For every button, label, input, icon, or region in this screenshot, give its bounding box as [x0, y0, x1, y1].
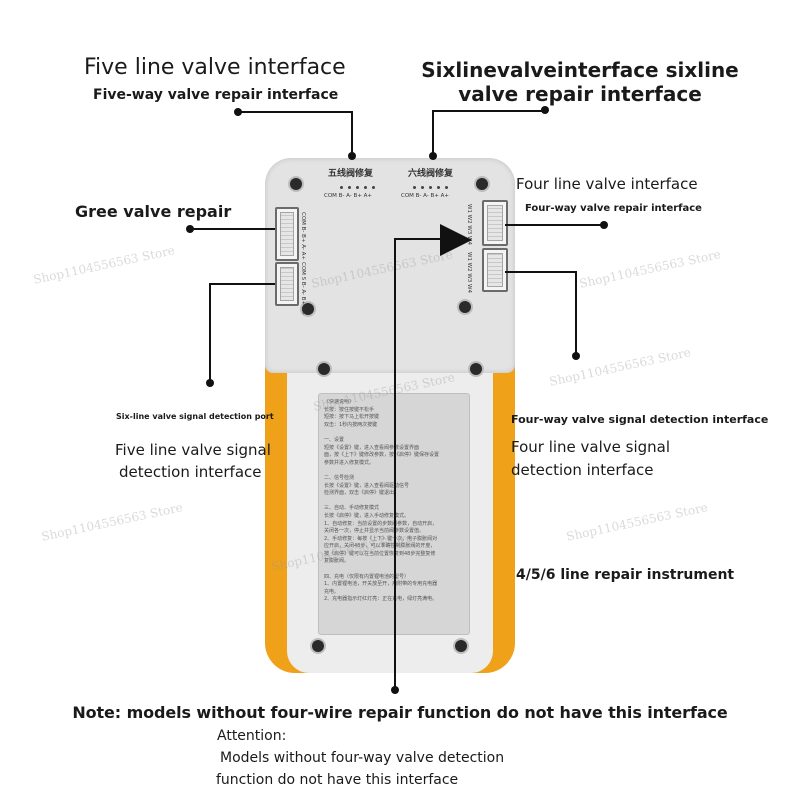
five-way-valve-repair-label: Five-way valve repair interface: [93, 87, 339, 103]
six-line-pin-labels: COM B- A- B+ A+: [401, 193, 450, 199]
screw-icon: [290, 178, 302, 190]
four-way-signal-connector: [482, 248, 508, 292]
left-pin-labels-top: COM B- B+ A- A+: [300, 212, 306, 261]
five-line-signal-label-2: detection interface: [119, 463, 262, 481]
note-label: Note: models without four-wire repair fu…: [72, 703, 728, 722]
four-way-signal-interface-label: Four-way valve signal detection interfac…: [511, 413, 769, 426]
watermark: Shop1104556563 Store: [565, 500, 710, 544]
screw-icon: [459, 301, 471, 313]
attention-label: Attention:: [217, 728, 287, 744]
screw-icon: [470, 363, 482, 375]
right-pin-labels-bottom: W1 W2 W3 W4: [466, 252, 472, 293]
six-line-title-1: Sixlinevalveinterface sixline: [421, 58, 739, 82]
four-way-valve-repair-label: Four-way valve repair interface: [525, 203, 702, 214]
attention-line-3: function do not have this interface: [216, 772, 459, 788]
screw-icon: [318, 363, 330, 375]
six-line-header: 六线阀修复: [408, 169, 454, 179]
watermark: Shop1104556563 Store: [578, 247, 723, 291]
device-top-plate: [265, 158, 515, 373]
watermark: Shop1104556563 Store: [40, 500, 185, 544]
screw-icon: [476, 178, 488, 190]
attention-line-2: Models without four-way valve detection: [220, 750, 505, 766]
screw-icon: [312, 640, 324, 652]
right-pin-labels-top: W1 W2 W3 W4: [466, 204, 472, 245]
six-line-signal-port-label: Six-line valve signal detection port: [116, 412, 274, 421]
watermark: Shop1104556563 Store: [32, 243, 177, 287]
screw-icon: [302, 303, 314, 315]
six-line-title-2: valve repair interface: [458, 82, 702, 106]
four-way-repair-connector: [482, 200, 508, 246]
five-line-signal-label-1: Five line valve signal: [115, 441, 271, 459]
gree-valve-repair-connector: [275, 207, 299, 261]
left-pin-labels-bottom: COM S B- A- B+ A+: [300, 262, 306, 316]
five-line-header: 五线阀修复: [328, 169, 374, 179]
four-line-signal-label-1: Four line valve signal: [511, 438, 671, 456]
four-line-valve-interface-label: Four line valve interface: [516, 175, 698, 193]
watermark: Shop1104556563 Store: [548, 345, 693, 389]
six-line-signal-connector: [275, 262, 299, 306]
five-line-pin-labels: COM B- A- B+ A+: [324, 193, 373, 199]
gree-valve-repair-label: Gree valve repair: [75, 202, 232, 221]
four-line-signal-label-2: detection interface: [511, 461, 654, 479]
instruction-text: 《快速说明》 长按：按住按键不松手 短按：按下马上松开按键 双击：1秒内按两次按…: [324, 399, 440, 603]
screw-icon: [455, 640, 467, 652]
instrument-name-label: 4/5/6 line repair instrument: [516, 567, 735, 583]
arrow-icon: [440, 224, 472, 256]
five-line-valve-interface-label: Five line valve interface: [84, 55, 346, 80]
